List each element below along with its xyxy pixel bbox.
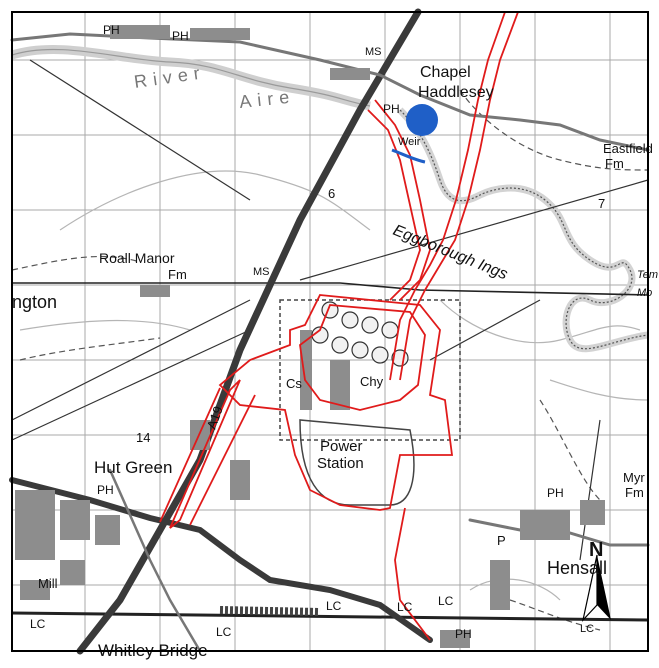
north-arrow: N — [581, 539, 611, 622]
north-arrow-label: N — [589, 539, 603, 561]
abbr-ms-2: MS — [253, 266, 270, 278]
place-ington: ngton — [12, 292, 57, 312]
abbr-ms-1: MS — [365, 46, 382, 58]
place-hut-green: Hut Green — [94, 458, 172, 477]
place-eastfield: Eastfield — [603, 141, 653, 156]
place-roall-fm: Fm — [168, 267, 187, 282]
abbr-chy: Chy — [360, 374, 384, 389]
place-myr-fm: Fm — [625, 485, 644, 500]
abbr-ph-6: PH — [455, 627, 472, 641]
place-myr: Myr — [623, 470, 645, 485]
abbr-ph-3: PH — [383, 102, 400, 116]
place-station: Station — [317, 455, 364, 472]
abbr-lc-4: LC — [216, 625, 232, 639]
abbr-num-7: 7 — [598, 196, 605, 211]
location-marker[interactable] — [391, 104, 438, 164]
place-haddlesey: Haddlesey — [418, 84, 494, 101]
abbr-lc-3: LC — [438, 594, 454, 608]
abbr-p-1: P — [497, 533, 506, 548]
place-power: Power — [320, 438, 363, 455]
abbr-ph-2: PH — [172, 29, 189, 43]
abbr-weir: Weir — [398, 136, 421, 148]
railway — [11, 282, 649, 622]
abbr-lc-2: LC — [397, 600, 413, 614]
abbr-lc-6: LC — [580, 623, 594, 635]
abbr-num-6: 6 — [328, 186, 335, 201]
buildings — [15, 25, 605, 648]
place-roall-manor: Roall Manor — [99, 250, 175, 266]
abbr-ph-5: PH — [547, 486, 564, 500]
abbr-num-14: 14 — [136, 430, 150, 445]
abbr-ph-4: PH — [97, 483, 114, 497]
abbr-ph-1: PH — [103, 23, 120, 37]
site-boundary — [159, 11, 519, 641]
tracks — [11, 89, 649, 631]
abbr-mo: Mo — [637, 287, 652, 299]
map-frame-border — [11, 11, 649, 652]
abbr-cs: Cs — [286, 376, 302, 391]
place-mill: Mill — [38, 576, 58, 591]
place-chapel: Chapel — [420, 64, 471, 81]
abbr-lc-1: LC — [326, 599, 342, 613]
abbr-a19: A19 — [204, 404, 226, 431]
abbr-lc-5: LC — [30, 617, 46, 631]
place-eastfield-fm: Fm — [605, 156, 624, 171]
power-lines — [11, 59, 649, 561]
place-hensall: Hensall — [547, 558, 607, 578]
river-aire — [10, 45, 649, 353]
contour-lines — [19, 170, 649, 601]
